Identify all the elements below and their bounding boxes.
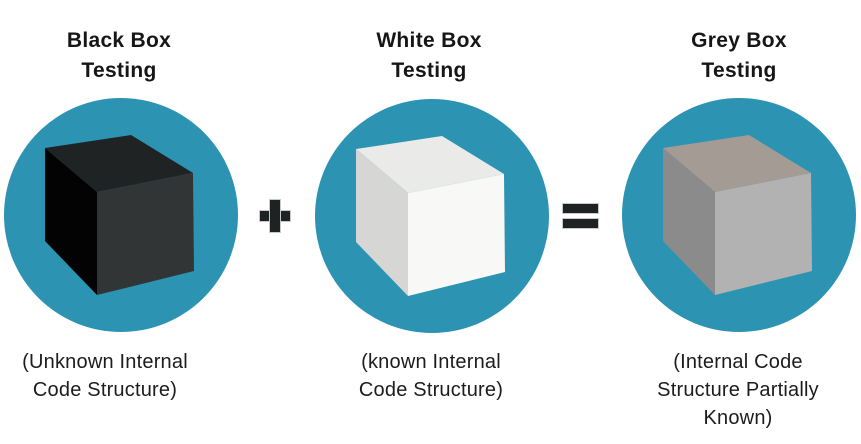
cube-left-face [45, 148, 97, 295]
grey-box-badge [622, 98, 856, 332]
grey-cube-icon [663, 135, 812, 295]
equals-bottom-bar [563, 219, 598, 228]
cube-right-face [408, 174, 505, 296]
cube-left-face [663, 148, 715, 295]
plus-operator: + [260, 200, 290, 232]
cube-top-face [356, 136, 504, 193]
grey-box-caption: (Internal Code Structure Partially Known… [657, 351, 819, 429]
cube-right-face [97, 173, 194, 295]
equals-operator: = [563, 204, 598, 229]
equals-top-bar [563, 204, 598, 213]
grey-box-testing-title: Grey Box Testing [691, 29, 787, 82]
black-cube-icon [45, 135, 194, 295]
plus-vertical-bar [270, 200, 280, 232]
white-box-badge [315, 99, 549, 333]
black-box-caption: (Unknown Internal Code Structure) [22, 351, 188, 401]
cube-left-face [356, 149, 408, 296]
cube-top-face [45, 135, 193, 192]
black-box-badge [4, 98, 238, 332]
white-box-testing-title: White Box Testing [376, 29, 482, 82]
cube-right-face [715, 173, 812, 295]
plus-operator-label: + [260, 200, 261, 201]
black-box-testing-title: Black Box Testing [66, 29, 172, 82]
cube-top-face [663, 135, 811, 192]
white-cube-icon [356, 136, 505, 296]
white-box-caption: (known Internal Code Structure) [358, 351, 504, 401]
